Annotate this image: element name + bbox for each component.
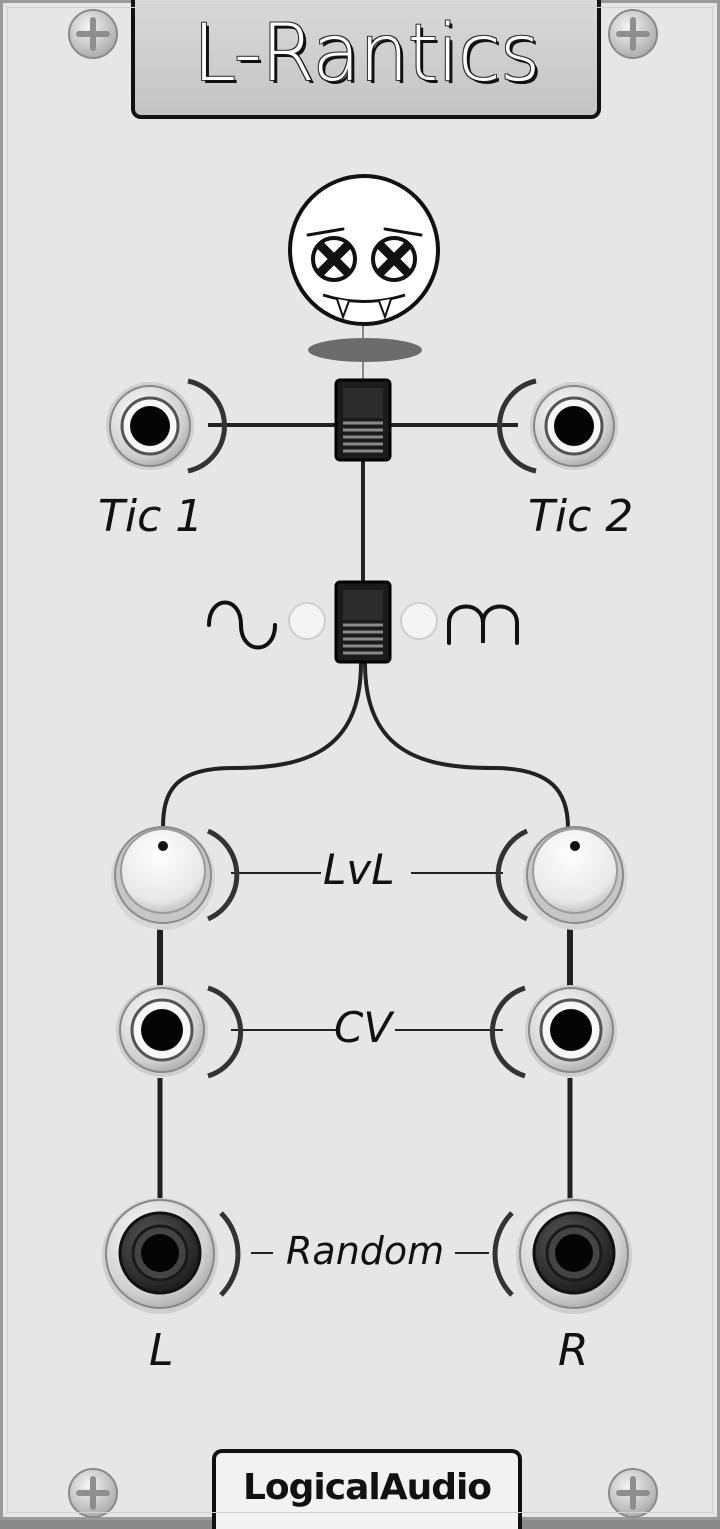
random-left-output[interactable] <box>102 1198 218 1314</box>
level-right-knob[interactable] <box>523 826 627 930</box>
level-left-knob[interactable] <box>111 826 215 930</box>
screw-bottom-right <box>608 1468 658 1518</box>
tic1-jack[interactable] <box>106 382 194 470</box>
cv-left-jack[interactable] <box>116 985 208 1077</box>
shadow-ellipse <box>308 338 422 362</box>
cv-right-jack[interactable] <box>525 985 617 1077</box>
brand-logo-text: LogicalAudio <box>242 1466 492 1508</box>
output-left-label: L <box>149 1325 174 1376</box>
tic1-label: Tic 1 <box>98 491 204 542</box>
random-label: Random <box>286 1229 445 1273</box>
screw-top-left <box>68 9 118 59</box>
tic2-label: Tic 2 <box>528 491 634 542</box>
sine-mode-led <box>288 602 326 640</box>
bumps-wave-icon <box>447 604 519 645</box>
tic2-jack[interactable] <box>530 382 618 470</box>
level-label: LvL <box>323 845 395 894</box>
output-right-label: R <box>558 1325 589 1376</box>
waveform-switch[interactable] <box>334 580 392 664</box>
brand-plate: LogicalAudio <box>212 1449 522 1529</box>
sine-wave-icon <box>207 600 277 650</box>
step-mode-led <box>400 602 438 640</box>
module-title: L-Rantics <box>192 9 541 99</box>
screw-bottom-left <box>68 1468 118 1518</box>
tic-select-switch[interactable] <box>334 378 392 462</box>
screw-top-right <box>608 9 658 59</box>
title-plate: L-Rantics <box>131 0 601 119</box>
random-right-output[interactable] <box>516 1198 632 1314</box>
cv-label: CV <box>334 1003 393 1052</box>
dead-face-icon <box>288 174 440 326</box>
panel-graphics <box>68 9 658 1518</box>
